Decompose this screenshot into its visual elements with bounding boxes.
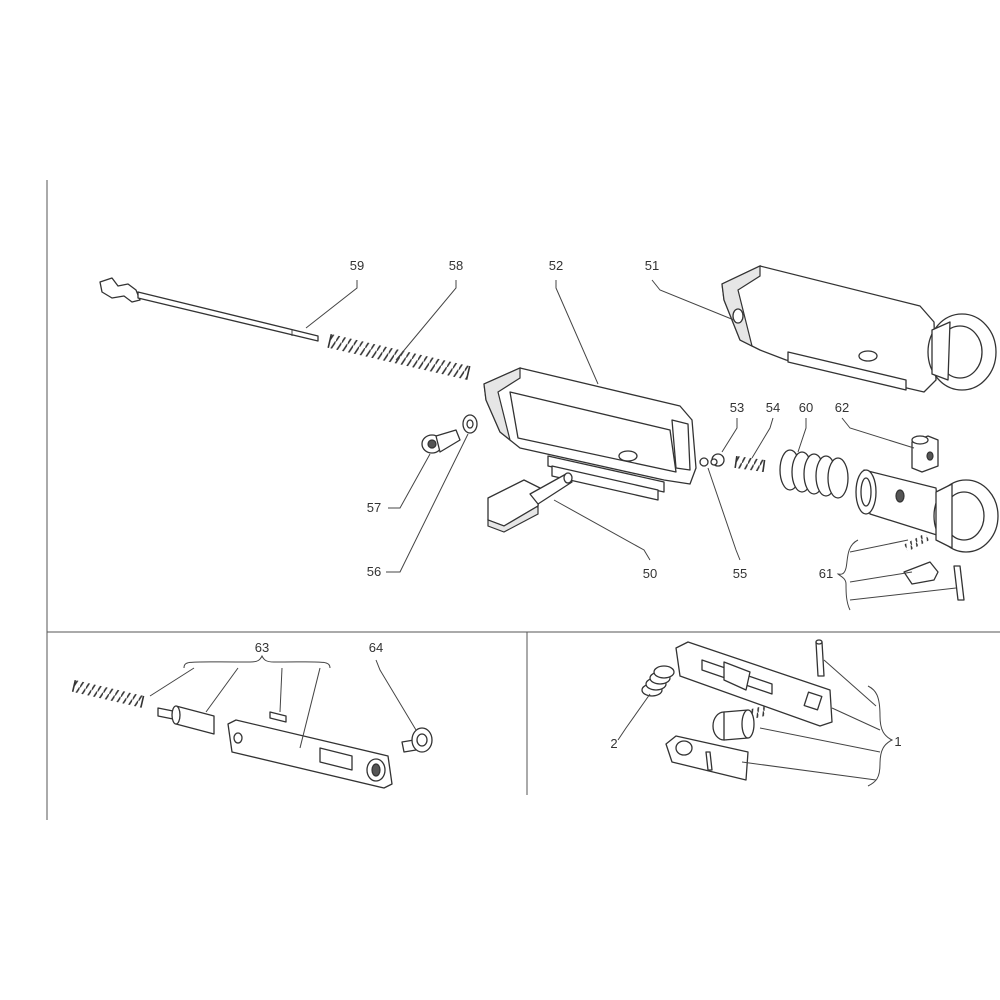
part-63-plunger [157, 705, 215, 735]
leader-58 [395, 280, 457, 361]
callout-2: 2 [610, 736, 617, 751]
callout-61: 61 [819, 566, 833, 581]
panel-frame [46, 180, 1000, 820]
callout-57: 57 [367, 500, 381, 515]
leader-56 [386, 433, 469, 573]
part-2-spring [641, 665, 675, 697]
callout-55: 55 [733, 566, 747, 581]
leader-2 [617, 693, 651, 741]
part-61-buffer-tube [855, 469, 999, 601]
part-51-carrier-assembly [721, 265, 997, 393]
leader-1-bracket [741, 659, 894, 787]
leader-62 [841, 417, 915, 449]
callout-58: 58 [449, 258, 463, 273]
part-1-latch [665, 735, 749, 781]
part-1-pin [815, 639, 825, 677]
leader-50 [553, 499, 651, 561]
part-1-slide-plate [675, 641, 833, 727]
part-62-block [911, 435, 939, 473]
callout-50: 50 [643, 566, 657, 581]
leader-57 [388, 453, 431, 509]
callout-51: 51 [645, 258, 659, 273]
callout-64: 64 [369, 640, 383, 655]
part-56-washer [462, 414, 478, 434]
part-52-bolt-carrier [483, 367, 697, 501]
callout-56: 56 [367, 564, 381, 579]
leader-51 [651, 279, 735, 321]
leader-63-bracket [149, 654, 331, 749]
part-54-spring [734, 455, 766, 472]
part-53-pin [710, 453, 725, 467]
leader-53 [721, 418, 738, 453]
callout-63: 63 [255, 640, 269, 655]
part-50-charging-handle [487, 472, 573, 533]
part-59-guide-rod [99, 277, 319, 342]
leader-60 [797, 418, 807, 453]
callout-1: 1 [894, 734, 901, 749]
leader-54 [751, 417, 774, 459]
leader-59 [305, 280, 358, 329]
leader-52 [555, 280, 599, 385]
part-57-screw [421, 429, 461, 454]
callout-59: 59 [350, 258, 364, 273]
callout-62: 62 [835, 400, 849, 415]
callout-52: 52 [549, 258, 563, 273]
leader-55 [707, 467, 741, 561]
leader-64 [375, 659, 417, 731]
part-60-buffer-spring [779, 449, 849, 499]
leader-61-bracket [836, 539, 957, 611]
callout-54: 54 [766, 400, 780, 415]
callout-53: 53 [730, 400, 744, 415]
part-55-detent [699, 457, 709, 467]
part-64-bolt [401, 727, 433, 753]
callout-60: 60 [799, 400, 813, 415]
part-1-plunger [712, 705, 767, 741]
part-63-spring [71, 679, 145, 708]
part-63-lever [227, 719, 393, 789]
part-63-pin [269, 711, 287, 723]
